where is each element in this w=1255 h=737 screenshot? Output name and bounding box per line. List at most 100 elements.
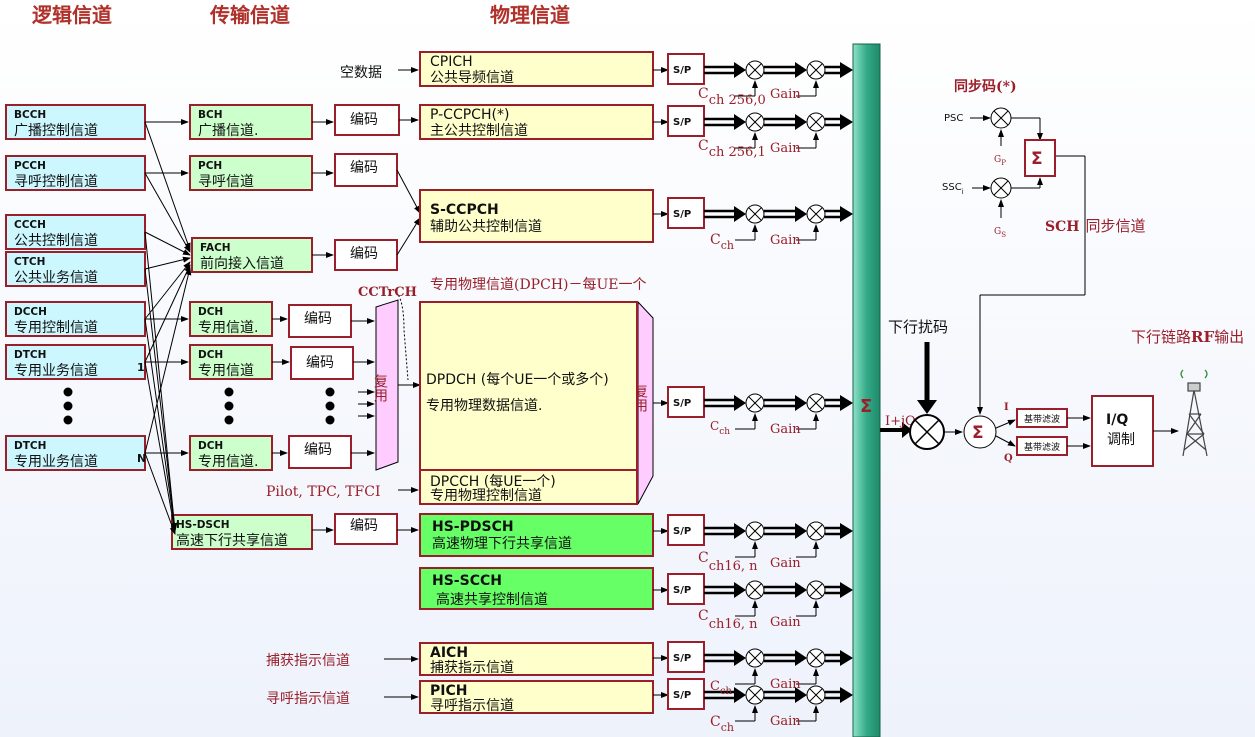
scrambling-multiplier	[909, 414, 945, 450]
sp-box	[667, 573, 705, 605]
multiplier-cross	[748, 688, 762, 702]
sp-box	[667, 53, 705, 85]
arrow-head	[734, 114, 746, 130]
physical-name: 寻呼指示信道	[430, 698, 514, 714]
sum-bar-label: Σ	[860, 396, 872, 417]
dpch-caption: 专用物理信道(DPCH)－每UE一个	[430, 277, 647, 293]
logical-dtch-1: DTCH 专用业务信道 1	[5, 344, 146, 380]
logical-ccch: CCCH 公共控制信道	[5, 214, 146, 250]
logical-dcch: DCCH 专用控制信道	[5, 301, 146, 337]
sp-box	[667, 105, 705, 137]
coding-label: 编码	[306, 355, 334, 371]
code-label-pich: Cch	[710, 714, 734, 734]
code-label-aich: Cch	[710, 679, 733, 697]
arrow-head	[795, 687, 807, 703]
physical-pich: PICH 寻呼指示信道	[419, 680, 654, 714]
pich-input-label: 寻呼指示信道	[266, 691, 350, 707]
sp-box	[667, 197, 705, 229]
iq-sum: Σ	[963, 415, 997, 449]
coding-label: 编码	[304, 311, 332, 327]
code-label-hs-pdsch: Cch16, n	[698, 550, 758, 574]
arrow-head	[840, 62, 853, 78]
arrow-head	[734, 62, 746, 78]
gain-label: Gain	[770, 87, 801, 102]
coding-label: 编码	[350, 246, 378, 262]
logical-name: 专用控制信道	[14, 320, 98, 336]
logical-bcch: BCCH 广播控制信道	[5, 104, 146, 140]
sp-box	[667, 641, 705, 673]
psc-multiplier	[990, 107, 1012, 129]
logical-name: 专用业务信道	[14, 454, 98, 470]
gain-label: Gain	[770, 556, 801, 571]
physical-name: 专用物理数据信道.	[426, 398, 542, 414]
transport-abbr: FACH	[200, 242, 231, 254]
scrambling-section: 下行扰码 I+jQ Σ I Q 基带滤波 基带滤波 I/Q 调制 下行链路RF输…	[880, 155, 1244, 467]
spreading-code-labels: Cch 256,0 Cch 256,1 Cch Cch Cch16, n Cch…	[698, 86, 766, 734]
physical-name: 辅助公共控制信道	[430, 219, 542, 235]
header-logical: 逻辑信道	[32, 3, 112, 27]
arrow-head	[734, 395, 746, 411]
multiplier-cross	[748, 524, 762, 538]
transport-name: 专用信道.	[198, 320, 258, 336]
header-transport: 传输信道	[209, 3, 290, 27]
logical-name: 公共业务信道	[14, 270, 98, 286]
physical-abbr: PICH	[430, 683, 467, 699]
branch-q-label: Q	[1004, 453, 1013, 464]
transport-dch-1: DCH 专用信道.	[189, 301, 273, 337]
transport-name: 前向接入信道	[200, 255, 284, 272]
arrow-head	[840, 687, 853, 703]
empty-data-label: 空数据	[340, 65, 382, 81]
logical-abbr: PCCH	[14, 160, 46, 172]
multiplier-cross	[809, 524, 823, 538]
arrow-head	[840, 650, 853, 666]
iq-sum-label: Σ	[972, 423, 984, 443]
scrambling-label: 下行扰码	[888, 318, 948, 336]
baseband-filter-i-label: 基带滤波	[1024, 413, 1060, 425]
logical-name: 专用业务信道	[14, 363, 98, 379]
branch-i-label: I	[1004, 402, 1009, 413]
physical-abbr: AICH	[430, 645, 468, 661]
gain-label: Gain	[770, 615, 801, 630]
sp-label: S/P	[673, 209, 691, 220]
gain-label: Gain	[770, 714, 801, 729]
physical-pccpch: P-CCPCH(*) 主公共控制信道	[419, 104, 654, 140]
mux-block: 复用 CCTrCH	[358, 285, 417, 471]
logical-name: 寻呼控制信道	[14, 174, 98, 190]
logical-ctch: CTCH 公共业务信道	[5, 251, 146, 287]
transport-hs-dsch: HS-DSCH 高速下行共享信道	[171, 514, 313, 550]
physical-aich: AICH 捕获指示信道	[419, 642, 654, 676]
physical-name: 公共导频信道	[430, 70, 514, 86]
arrow-head	[795, 650, 807, 666]
transport-channels: BCH 广播信道. PCH 寻呼信道 FACH 前向接入信道 DCH 专用信道.…	[171, 104, 313, 550]
gain-label: Gain	[770, 233, 801, 248]
physical-channels: CPICH 公共导频信道 P-CCPCH(*) 主公共控制信道 S-CCPCH …	[419, 51, 654, 714]
physical-abbr: HS-SCCH	[432, 573, 502, 589]
logical-pcch: PCCH 寻呼控制信道	[5, 155, 146, 191]
physical-abbr: DPCCH (每UE一个)	[430, 474, 556, 490]
baseband-filter-q-label: 基带滤波	[1024, 441, 1060, 453]
gain-label: Gain	[770, 677, 801, 692]
arrow-head	[795, 114, 807, 130]
logical-abbr: CTCH	[14, 256, 45, 268]
transport-name: 专用信道	[198, 363, 254, 379]
multiplier-cross	[809, 115, 823, 129]
sp-label: S/P	[673, 65, 691, 76]
transport-abbr: DCH	[198, 440, 223, 452]
sync-sum-label: Σ	[1031, 149, 1043, 169]
antenna-tower-icon	[1180, 369, 1208, 457]
physical-cpich: CPICH 公共导频信道	[419, 51, 654, 87]
transport-dch-2: DCH 专用信道	[189, 344, 273, 380]
sync-title: 同步码(*)	[954, 78, 1017, 95]
multiplier-cross	[809, 688, 823, 702]
multiplier-cross	[809, 651, 823, 665]
iq-mod-line2: 调制	[1107, 432, 1135, 448]
physical-name: 专用物理控制信道	[430, 488, 542, 504]
gp-label: GP	[994, 155, 1006, 167]
logical-abbr: DCCH	[14, 306, 47, 318]
header-physical: 物理信道	[490, 3, 570, 27]
physical-name: 高速物理下行共享信道	[432, 535, 572, 552]
arrow-head	[840, 206, 853, 222]
arrow-head	[734, 523, 746, 539]
physical-hs-scch: HS-SCCH 高速共享控制信道	[419, 567, 654, 610]
ellipsis-dots	[63, 387, 335, 425]
